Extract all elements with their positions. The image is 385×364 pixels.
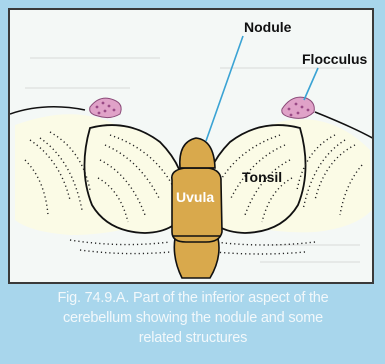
vermis xyxy=(172,138,222,278)
nodule xyxy=(180,138,215,168)
caption-line-2: cerebellum showing the nodule and some xyxy=(8,308,378,328)
caption-line-1: Fig. 74.9.A. Part of the inferior aspect… xyxy=(8,288,378,308)
figure-caption: Fig. 74.9.A. Part of the inferior aspect… xyxy=(8,288,378,348)
uvula-label: Uvula xyxy=(176,189,214,205)
nodule-label: Nodule xyxy=(244,19,292,35)
uvula xyxy=(172,168,222,242)
flocculus-label: Flocculus xyxy=(302,51,368,67)
tonsil-label: Tonsil xyxy=(242,169,282,185)
figure-frame: Nodule Flocculus Tonsil Uvula xyxy=(8,8,374,284)
caption-line-3: related structures xyxy=(8,328,378,348)
left-flocculus xyxy=(90,98,121,117)
right-flocculus xyxy=(282,97,315,118)
left-outer-contour xyxy=(10,107,85,114)
cerebellum-diagram: Nodule Flocculus Tonsil Uvula xyxy=(10,10,374,284)
flocculus-pointer-line xyxy=(304,68,318,100)
nodule-pointer-line xyxy=(206,36,243,141)
vermis-lower-segment xyxy=(174,238,219,278)
